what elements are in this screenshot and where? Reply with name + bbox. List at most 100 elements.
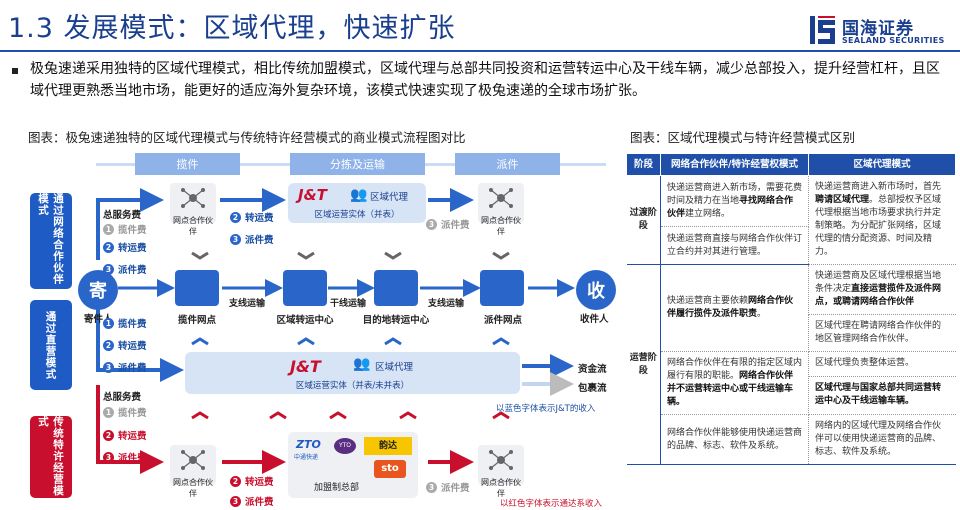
people-icon: 👥 (350, 187, 368, 203)
line-label: 支线运输 (229, 299, 266, 309)
sender-icon: 寄 (78, 270, 118, 310)
station-label: 区域转运中心 (276, 315, 334, 326)
partner-node-icon: 网点合作伙伴 (478, 445, 524, 498)
partner-node-label: 网点合作伙伴 (173, 478, 213, 498)
yunda-logo: 韵达 (364, 437, 412, 455)
table-cell: 快递运营商进入新市场，需要花费时间及精力在当地寻找网络合作伙伴建立网络。 (660, 175, 809, 228)
flow-arrows (96, 188, 575, 474)
table-row: 区域代理在聘请网络合作伙伴的地区管理网络合作伙伴。 (627, 314, 956, 352)
franchise-hq-label: 加盟制总部 (314, 483, 360, 493)
sealand-logo-icon (810, 16, 835, 44)
partner-node-icon: 网点合作伙伴 (170, 183, 216, 236)
table-row: 区域代理与国家总部共同运营转运中心及干线运输车辆。 (627, 376, 956, 416)
side-label-franchise: 传统特许经营模式 (30, 416, 72, 498)
logo: 国海证券 SEALAND SECURITIES (808, 14, 948, 50)
franchise-hq-box: ZTO 中通快递 YTO 韵达 sto 加盟制总部 (288, 432, 418, 498)
station-label: 揽件网点 (177, 315, 216, 326)
side-label-network-partner: 通过网络合作伙伴模式 (30, 193, 72, 289)
parcel-flow-legend: 包裹流 (578, 383, 607, 394)
receiver-icon: 收 (576, 270, 616, 310)
partner-node-icon: 网点合作伙伴 (478, 183, 524, 236)
partner-node-label: 网点合作伙伴 (481, 216, 521, 236)
total-fee-title: 总服务费 (103, 392, 142, 403)
column-header: 网络合作伙伴/特许经营权模式 (660, 153, 809, 176)
phase-delivery: 派件 (455, 153, 560, 175)
diagram-caption: 图表：极兔速递独特的区域代理模式与传统特许经营模式的商业模式流程图对比 (28, 130, 466, 145)
blue-note: 以蓝色字体表示J&T的收入 (496, 404, 596, 414)
partner-node-label: 网点合作伙伴 (173, 216, 213, 236)
bullet-marker (12, 68, 18, 74)
table-cell: 快递运营商主要依赖网络合作伙伴履行揽件及派件职责。 (660, 264, 809, 352)
zto-logo-text: 中通快递 (294, 454, 319, 461)
pickup-station-icon (175, 270, 219, 306)
entity-label: 区域运营实体（并表/未并表） (295, 381, 410, 391)
table-cell: 网络合作伙伴能够使用快递运营商的品牌、标志、软件及系统。 (660, 414, 809, 465)
sender-label: 寄件人 (84, 314, 113, 325)
sto-logo: sto (374, 460, 406, 478)
people-icon: 👥 (353, 356, 371, 372)
table-cell: 区域代理在聘请网络合作伙伴的地区管理网络合作伙伴。 (808, 314, 956, 352)
regional-entity-consolidated: J&T 👥 区域代理 区域运营实体（并表） (288, 183, 426, 223)
table-row: 快递运营商直接与网络合作伙伴订立合约并对其进行管理。 (627, 226, 956, 265)
regional-agent-label: 区域代理 (375, 362, 414, 373)
page-title: 1.3 发展模式：区域代理，快速扩张 (8, 13, 456, 44)
stage-cell: 运营阶段 (626, 264, 661, 465)
line-label: 干线运输 (330, 299, 367, 309)
side-label-direct: 通过直营模式 (30, 300, 72, 390)
summary-text: 极兔速递采用独特的区域代理模式，相比传统加盟模式，区域代理与总部共同投资和运营转… (30, 61, 940, 99)
column-header: 阶段 (626, 153, 661, 176)
header-divider (0, 50, 960, 52)
phase-pickup: 揽件 (135, 153, 240, 175)
table-row: 运营阶段 快递运营商主要依赖网络合作伙伴履行揽件及派件职责。 快递运营商及区域代… (626, 264, 956, 465)
logo-subtext: SEALAND SECURITIES (842, 36, 945, 45)
station-label: 派件网点 (483, 315, 522, 326)
table-cell: 快递运营商及区域代理根据当地条件决定直接运营揽件及派件网点，或聘请网络合作伙伴 (808, 264, 956, 315)
table-row: 网络合作伙伴在有限的指定区域内履行有限的职能。网络合作伙伴并不运营转运中心或干线… (627, 351, 956, 415)
receiver-label: 收件人 (580, 314, 609, 325)
table-header-row: 阶段 网络合作伙伴/特许经营权模式 区域代理模式 (626, 153, 956, 176)
regional-agent-label: 区域代理 (370, 192, 409, 203)
table-caption: 图表：区域代理模式与特许经营模式区别 (630, 130, 856, 145)
station-label: 目的地转运中心 (362, 315, 430, 326)
fund-flow-legend: 资金流 (578, 364, 607, 375)
destination-hub-icon (374, 270, 418, 306)
entity-label: 区域运营实体（并表） (314, 210, 400, 220)
stage-cell: 过渡阶段 (626, 175, 661, 265)
regional-hub-icon (283, 270, 327, 306)
yto-logo: YTO (334, 438, 356, 454)
table-cell: 区域代理与国家总部共同运营转运中心及干线运输车辆。 (808, 376, 956, 416)
zto-logo: ZTO (296, 438, 321, 451)
table-cell: 网络合作伙伴在有限的指定区域内履行有限的职能。网络合作伙伴并不运营转运中心或干线… (660, 351, 809, 415)
table-cell: 区域代理负责整体运营。 (808, 351, 956, 377)
table-row: 网络合作伙伴能够使用快递运营商的品牌、标志、软件及系统。 网络内的区域代理及网络… (627, 414, 956, 465)
partner-node-icon: 网点合作伙伴 (170, 445, 216, 498)
logo-text: 国海证券 (842, 19, 914, 39)
red-note: 以红色字体表示通达系收入 (500, 499, 603, 509)
jt-logo: J&T (298, 186, 327, 204)
table-cell: 快递运营商进入新市场时，首先聘请区域代理。总部授权予区域代理根据当地市场要求执行… (808, 175, 956, 265)
delivery-station-icon (480, 270, 524, 306)
table-row: 过渡阶段 快递运营商进入新市场，需要花费时间及精力在当地寻找网络合作伙伴建立网络… (626, 175, 956, 265)
phase-sorting: 分拣及运输 (290, 153, 425, 175)
total-fee-title: 总服务费 (103, 210, 142, 221)
table-cell: 网络内的区域代理及网络合作伙伴可以使用快递运营商的品牌、标志、软件及系统。 (808, 414, 956, 465)
column-header: 区域代理模式 (808, 153, 956, 176)
partner-node-label: 网点合作伙伴 (481, 478, 521, 498)
table-cell: 快递运营商直接与网络合作伙伴订立合约并对其进行管理。 (660, 226, 809, 265)
comparison-table: 阶段 网络合作伙伴/特许经营权模式 区域代理模式 过渡阶段 快递运营商进入新市场… (626, 153, 956, 465)
regional-entity-mixed: J&T 👥 区域代理 区域运营实体（并表/未并表） (185, 352, 520, 394)
line-label: 支线运输 (428, 299, 465, 309)
